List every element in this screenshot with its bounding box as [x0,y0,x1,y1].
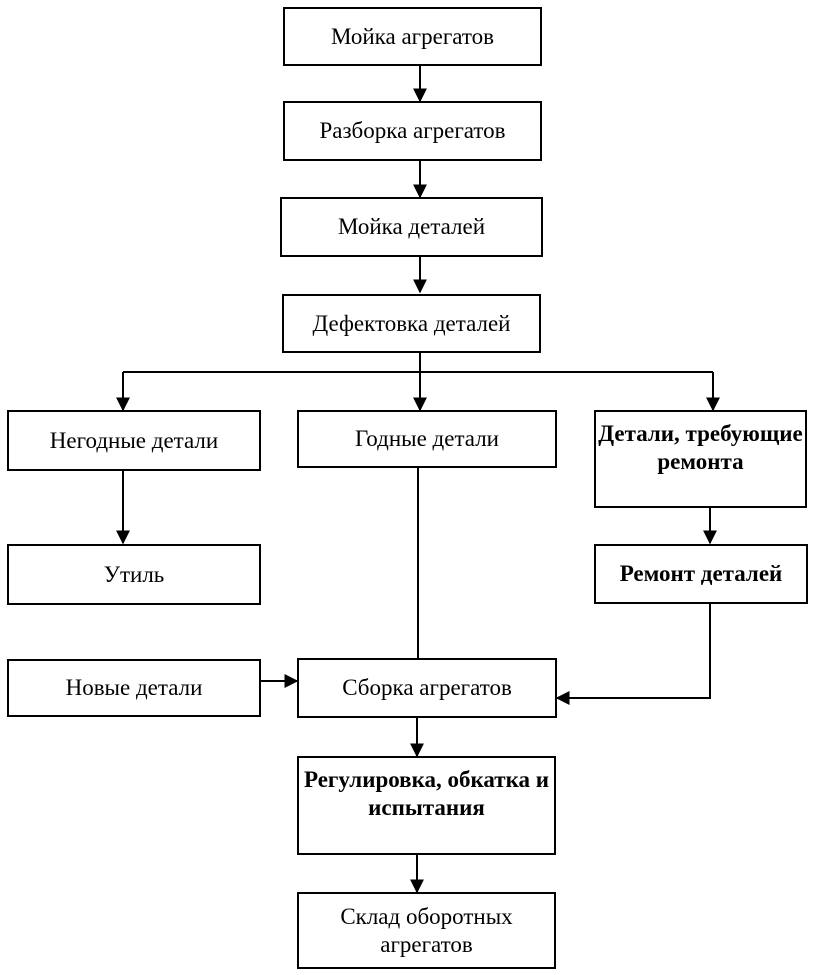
node-assembly: Сборка агрегатов [297,658,557,718]
node-storage: Склад оборотных агрегатов [297,892,556,969]
node-unusable: Негодные детали [7,410,261,471]
node-wash-units: Мойка агрегатов [283,7,542,66]
node-label: Разборка агрегатов [319,118,506,144]
node-defect: Дефектовка деталей [282,294,541,353]
node-repair: Ремонт деталей [594,544,808,604]
node-repair-needed: Детали, требующие ремонта [594,410,807,508]
node-adjust: Регулировка, обкатка и испытания [297,756,556,855]
node-wash-parts: Мойка деталей [280,197,543,257]
node-usable: Годные детали [297,410,557,468]
node-disassembly: Разборка агрегатов [283,101,542,161]
node-label: Ремонт деталей [619,561,783,587]
node-label: Сборка агрегатов [342,675,512,701]
node-label: Мойка агрегатов [331,23,494,49]
node-label: Мойка деталей [337,214,486,240]
node-scrap: Утиль [7,544,261,605]
node-label: Склад оборотных агрегатов [340,903,513,957]
node-label: Утиль [103,561,165,587]
node-new-parts: Новые детали [7,659,261,717]
node-label: Новые детали [65,675,203,701]
node-label: Дефектовка деталей [312,310,511,336]
node-label: Негодные детали [49,427,219,453]
node-label: Регулировка, обкатка и испытания [303,767,550,820]
node-label: Детали, требующие ремонта [598,421,803,474]
line-repair-to-assembly [555,604,711,705]
node-label: Годные детали [355,426,499,452]
